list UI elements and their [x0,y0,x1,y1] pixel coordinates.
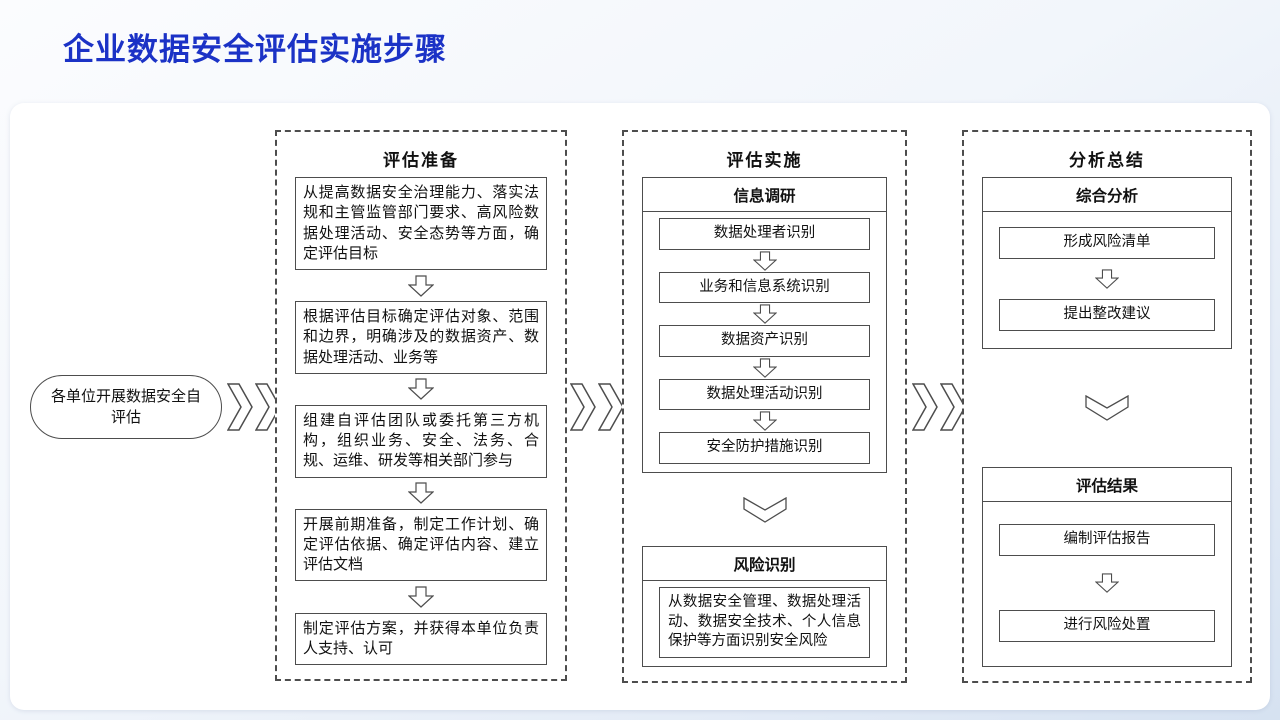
flow-chevrons-prep-to-impl [570,383,624,431]
group-body-comprehensive-analysis: 形成风险清单 提出整改建议 [983,212,1231,348]
item-risk-disposal: 进行风险处置 [999,610,1215,642]
start-node: 各单位开展数据安全自评估 [30,375,222,439]
group-body-risk-identification: 从数据安全管理、数据处理活动、数据安全技术、个人信息保护等方面识别安全风险 [643,581,886,666]
phase-column-implementation: 评估实施 信息调研 数据处理者识别 业务和信息系统识别 数据资产识别 数据处理活… [622,130,907,683]
chevron-right-icon [570,383,596,431]
arrow-down-icon [408,378,434,401]
item-processing-activity-id: 数据处理活动识别 [659,378,870,411]
step-box-plan: 制定评估方案，并获得本单位负责人支持、认可 [295,612,547,665]
phase-column-preparation: 评估准备 从提高数据安全治理能力、落实法规和主管监管部门要求、高风险数据处理活动… [275,130,567,681]
group-assessment-result: 评估结果 编制评估报告 进行风险处置 [982,467,1232,667]
group-comprehensive-analysis: 综合分析 形成风险清单 提出整改建议 [982,177,1232,349]
chevron-right-icon [940,383,966,431]
chevron-right-icon [912,383,938,431]
chevron-down-icon [742,496,787,523]
item-business-system-id: 业务和信息系统识别 [659,271,870,304]
step-box-scope: 根据评估目标确定评估对象、范围和边界，明确涉及的数据资产、数据处理活动、业务等 [295,301,547,374]
item-data-processor-id: 数据处理者识别 [659,218,870,250]
item-security-measure-id: 安全防护措施识别 [659,432,870,464]
chevron-right-icon [227,383,253,431]
diagram-panel: 各单位开展数据安全自评估 评估准备 从提高数据安全治理能力、落实法规和主管监管部… [10,103,1270,710]
arrow-down-icon [1095,573,1119,593]
page-title: 企业数据安全评估实施步骤 [63,32,447,67]
item-risk-list: 形成风险清单 [999,227,1215,259]
chevron-right-icon [598,383,624,431]
phase-title-summary: 分析总结 [1069,151,1145,170]
phase-body-summary: 综合分析 形成风险清单 提出整改建议 评估结果 编制评估报告 进行风险处置 [982,173,1232,667]
arrow-down-icon [752,358,777,378]
phase-title-preparation: 评估准备 [383,151,459,170]
step-box-prework: 开展前期准备，制定工作计划、确定评估依据、确定评估内容、建立评估文档 [295,508,547,582]
item-assessment-report: 编制评估报告 [999,524,1215,556]
phase-body-implementation: 信息调研 数据处理者识别 业务和信息系统识别 数据资产识别 数据处理活动识别 安… [642,173,887,667]
phase-title-implementation: 评估实施 [726,151,803,170]
arrow-down-icon [752,250,777,271]
phase-column-summary: 分析总结 综合分析 形成风险清单 提出整改建议 评估结果 编制评估报告 进行风险… [962,130,1252,683]
step-box-team: 组建自评估团队或委托第三方机构，组织业务、安全、法务、合规、运维、研发等相关部门… [295,404,547,478]
chevron-down-icon [1085,395,1129,421]
item-risk-identification-desc: 从数据安全管理、数据处理活动、数据安全技术、个人信息保护等方面识别安全风险 [659,587,870,658]
flow-chevrons-impl-to-summary [912,383,966,431]
group-body-assessment-result: 编制评估报告 进行风险处置 [983,502,1231,666]
arrow-down-icon [752,411,777,432]
group-risk-identification: 风险识别 从数据安全管理、数据处理活动、数据安全技术、个人信息保护等方面识别安全… [642,546,887,667]
arrow-down-icon [408,586,434,608]
arrow-down-icon [752,304,777,324]
flow-chevrons-start-to-prep [227,383,281,431]
arrow-down-icon [1095,269,1119,289]
group-title-comprehensive-analysis: 综合分析 [983,178,1231,212]
step-box-goal: 从提高数据安全治理能力、落实法规和主管监管部门要求、高风险数据处理活动、安全态势… [295,177,547,270]
arrow-down-icon [408,274,434,297]
arrow-down-icon [408,482,434,504]
item-data-asset-id: 数据资产识别 [659,325,870,357]
item-rectification-suggestion: 提出整改建议 [999,299,1215,331]
group-title-risk-identification: 风险识别 [643,547,886,582]
phase-body-preparation: 从提高数据安全治理能力、落实法规和主管监管部门要求、高风险数据处理活动、安全态势… [295,173,547,665]
group-title-assessment-result: 评估结果 [983,468,1231,502]
group-info-research: 信息调研 数据处理者识别 业务和信息系统识别 数据资产识别 数据处理活动识别 安… [642,177,887,473]
group-title-info-research: 信息调研 [643,178,886,212]
group-body-info-research: 数据处理者识别 业务和信息系统识别 数据资产识别 数据处理活动识别 安全防护措施… [643,212,886,472]
